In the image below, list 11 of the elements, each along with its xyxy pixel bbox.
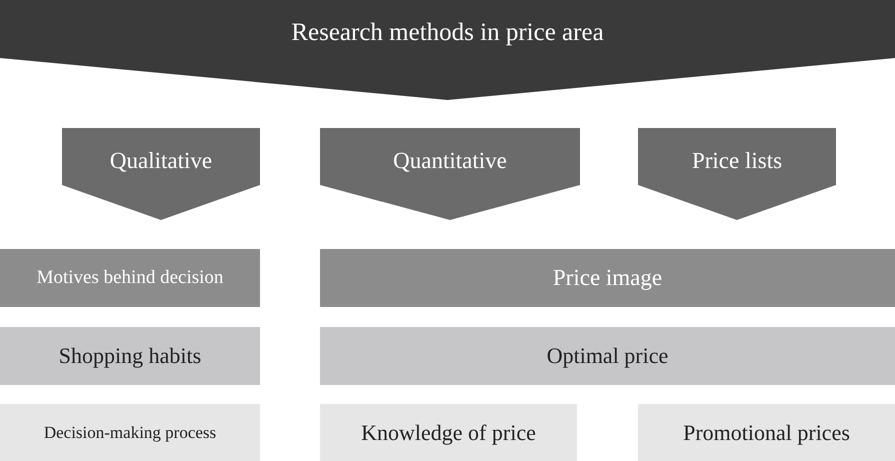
box-label: Optimal price <box>546 343 668 369</box>
box-label: Knowledge of price <box>361 420 536 446</box>
box-label: Quantitative <box>393 148 507 174</box>
box-label: Promotional prices <box>683 420 850 446</box>
box-label: Qualitative <box>110 148 212 174</box>
box-label: Price image <box>552 265 662 291</box>
box-label: Research methods in price area <box>291 19 604 47</box>
box-label: Price lists <box>692 148 782 174</box>
box-label: Motives behind decision <box>36 267 224 289</box>
box-label: Decision-making process <box>44 422 216 442</box>
box-label: Shopping habits <box>58 343 202 369</box>
